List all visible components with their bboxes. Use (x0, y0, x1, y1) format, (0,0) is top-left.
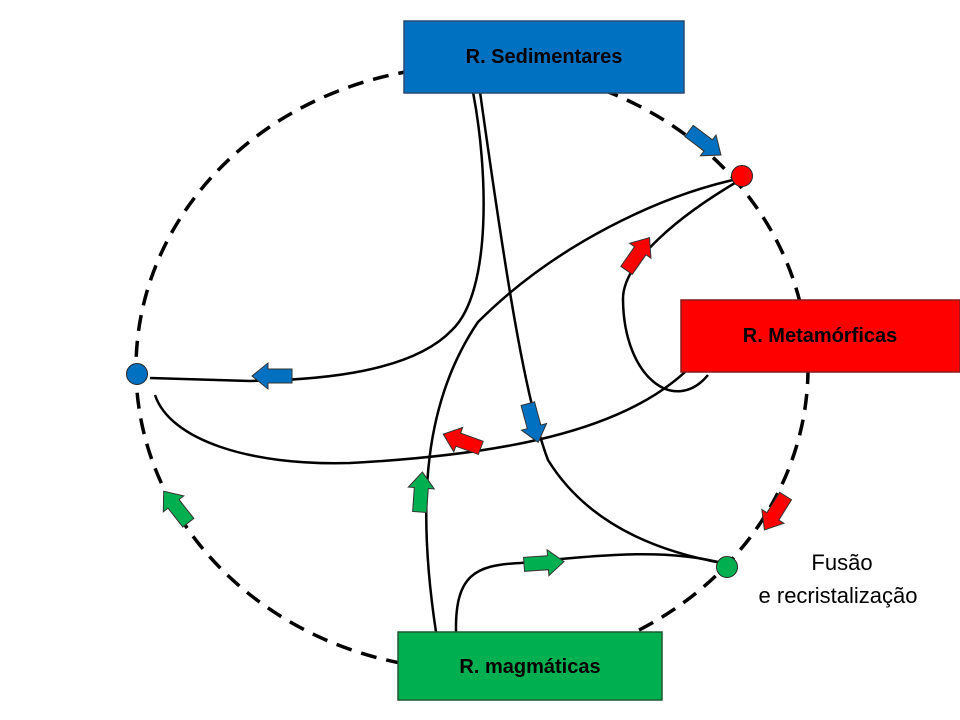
box-sedimentares (403, 20, 685, 94)
process-paths (149, 91, 743, 633)
green-node-dot (716, 556, 738, 578)
box-magmaticas (397, 631, 663, 701)
red-node-dot (731, 165, 753, 187)
path-magmaticas-to-green-dot (454, 552, 723, 633)
box-metamorficas (680, 299, 960, 373)
annotation-fusao: Fusão (811, 550, 872, 575)
label-magmaticas: R. magmáticas (459, 656, 600, 678)
arrow-blue-leftward (251, 362, 293, 390)
arrow-blue-to-red-dot (680, 120, 730, 166)
path-red-dot-loop-metamorficas (621, 178, 741, 393)
path-sed-to-blue-dot (149, 91, 485, 383)
annotation-recristalizacao: e recristalização (759, 583, 918, 608)
arrow-green-rightward (522, 548, 566, 578)
node-magmaticas: R. magmáticas (397, 631, 663, 701)
path-meta-to-blue-dot (153, 371, 686, 465)
node-sedimentares: R. Sedimentares (403, 20, 685, 94)
arrow-green-up-left (152, 482, 200, 532)
arrow-green-upward (406, 470, 436, 514)
label-metamorficas: R. Metamórficas (743, 325, 898, 347)
blue-node-dot (126, 363, 148, 385)
path-sed-to-green-dot (478, 91, 723, 565)
path-red-dot-to-magmaticas (424, 176, 743, 633)
node-metamorficas: R. Metamórficas (680, 299, 960, 373)
arrow-red-upward (615, 229, 661, 279)
label-sedimentares: R. Sedimentares (466, 46, 623, 68)
